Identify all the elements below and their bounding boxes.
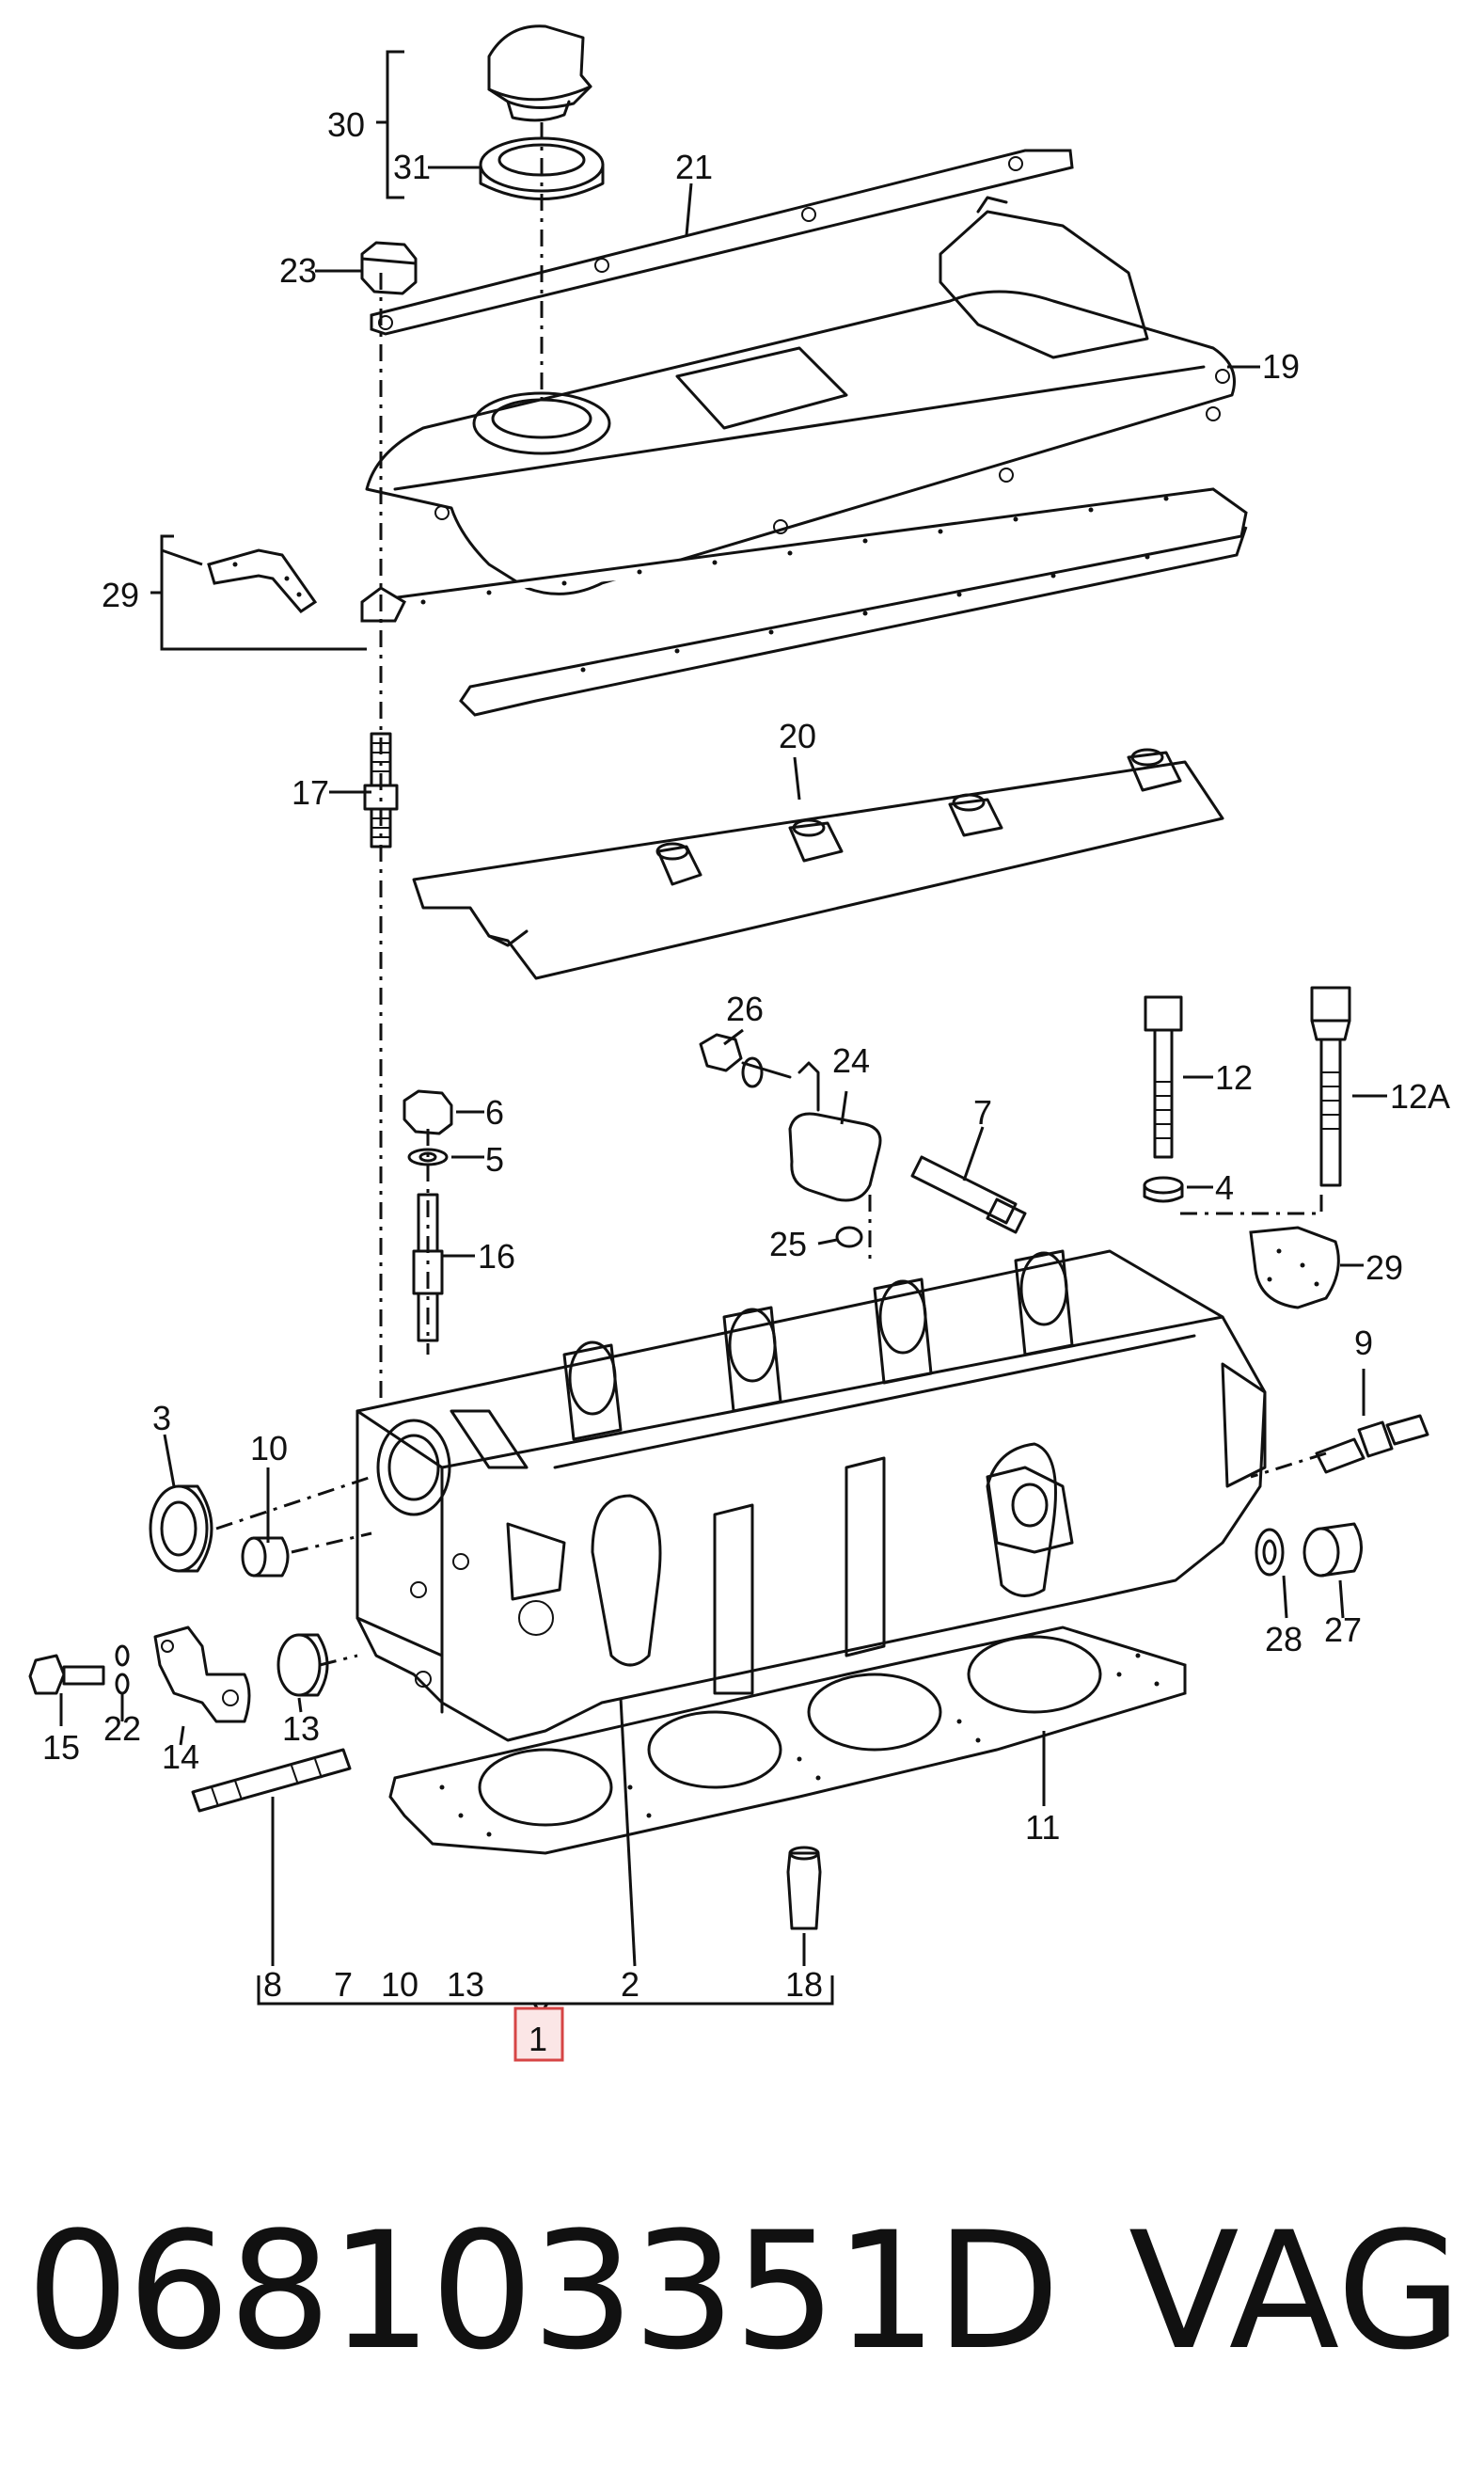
bolt-15 (28, 1654, 105, 1695)
callout-4: 4 (1215, 1168, 1234, 1207)
kit-number-1: 1 (529, 2020, 547, 2058)
nut-23 (360, 241, 418, 295)
brand-name: VAG (1129, 2197, 1462, 2386)
clip-22 (115, 1644, 130, 1695)
callout-labels: 30 31 21 23 19 29 17 20 26 24 25 7 12 12… (42, 105, 1450, 2058)
plug-10 (241, 1536, 290, 1578)
callout-6: 6 (485, 1093, 504, 1132)
baffle-plate-20 (412, 748, 1224, 980)
callout-5: 5 (485, 1140, 504, 1179)
assembly-centerlines (215, 122, 1327, 1667)
valve-cover-gasket (360, 487, 1248, 717)
callout-24: 24 (832, 1041, 870, 1080)
cylinder-head (355, 1249, 1267, 1742)
callout-25: 25 (769, 1225, 807, 1263)
kit-item-10: 10 (381, 1965, 418, 2004)
oil-seal-3 (149, 1484, 213, 1573)
head-gasket-11 (388, 1626, 1187, 1855)
valve-cover (365, 196, 1236, 595)
callout-16: 16 (478, 1237, 515, 1276)
o-ring-25 (835, 1226, 863, 1248)
washer-4 (1143, 1176, 1184, 1203)
stud-8 (191, 1748, 352, 1813)
kit-number-frame (513, 2006, 564, 2062)
bolt-12 (1144, 995, 1183, 1159)
callout-20: 20 (779, 717, 816, 755)
callout-12: 12 (1215, 1058, 1253, 1097)
plug-27 (1302, 1522, 1363, 1578)
stud-7 (910, 1155, 1027, 1234)
callout-27: 27 (1324, 1610, 1362, 1649)
oil-filler-cap (487, 24, 592, 122)
callout-31: 31 (393, 148, 431, 186)
kit-item-7: 7 (334, 1965, 353, 2004)
stud-16 (412, 1193, 444, 1342)
bracket-14 (153, 1626, 251, 1723)
callout-30: 30 (327, 105, 365, 144)
kit-item-8: 8 (263, 1965, 282, 2004)
callout-29-lower: 29 (1366, 1248, 1403, 1287)
callout-13: 13 (282, 1709, 320, 1748)
banjo-bolt-26 (699, 1033, 792, 1088)
callout-19: 19 (1262, 347, 1300, 386)
callout-21: 21 (675, 148, 713, 186)
kit-bracket (257, 1975, 834, 2062)
leader-lines (59, 50, 1387, 1967)
callout-18: 18 (785, 1965, 823, 2004)
kit-item-13: 13 (447, 1965, 484, 2004)
bolt-12a (1310, 986, 1351, 1187)
callout-28: 28 (1265, 1620, 1302, 1658)
seal-29-lower (1249, 1226, 1340, 1309)
valve-guide-18 (786, 1846, 822, 1930)
callout-23: 23 (279, 251, 317, 290)
fitting-9 (1315, 1414, 1429, 1474)
callout-17: 17 (292, 773, 329, 812)
washer-28 (1255, 1528, 1285, 1577)
callout-29-upper: 29 (102, 576, 139, 614)
callout-14: 14 (162, 1737, 199, 1776)
callout-15: 15 (42, 1728, 80, 1767)
adapter-24 (788, 1061, 882, 1202)
callout-10: 10 (250, 1429, 288, 1467)
callout-3: 3 (152, 1399, 171, 1437)
callout-22: 22 (103, 1709, 141, 1748)
callout-11: 11 (1025, 1808, 1060, 1847)
cover-gasket-21 (370, 149, 1074, 336)
callout-26: 26 (726, 990, 764, 1028)
kit-number-highlight (515, 2008, 562, 2060)
callout-7: 7 (973, 1093, 992, 1132)
kit-item-2: 2 (621, 1965, 639, 2004)
nut-6 (403, 1089, 453, 1135)
callout-12a: 12A (1390, 1077, 1450, 1116)
callout-9: 9 (1354, 1324, 1373, 1362)
part-number: 068103351D (26, 2197, 1060, 2386)
seal-29-upper (207, 548, 318, 613)
